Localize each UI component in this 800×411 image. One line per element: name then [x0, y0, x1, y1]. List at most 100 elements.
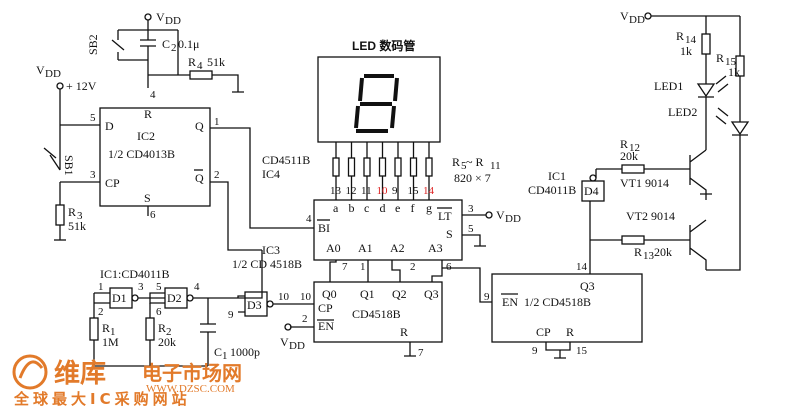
r12-label: R [620, 137, 628, 151]
r1-resistor [89, 317, 99, 341]
vdd-terminal-lt [485, 211, 493, 219]
segment-label-c: c [364, 201, 369, 215]
d3-pin8: 9 [228, 309, 234, 321]
segment-resistor [394, 157, 402, 177]
r2-pin-label: R [566, 325, 574, 339]
r3-value: 51k [68, 219, 86, 233]
vt2-transistor [689, 219, 707, 270]
segment-resistor [347, 157, 356, 177]
c1-capacitor [200, 323, 216, 333]
vdd-right-sub: DD [629, 14, 645, 26]
a-pin-num: 2 [410, 261, 416, 273]
c2-capacitor [140, 30, 156, 88]
gate-d4-bubble [589, 174, 597, 182]
r2-pin-num: 15 [576, 345, 588, 357]
cp-pin-num: 10 [300, 291, 312, 303]
ic2-type: 1/2 CD4013B [108, 147, 175, 161]
r5-sub: 5 [461, 160, 467, 172]
sb2-switch [111, 39, 125, 51]
r-pin-num: 7 [418, 347, 424, 359]
vdd-terminal-right [644, 12, 652, 20]
cd4518-half-box [491, 273, 643, 343]
ic2-n1: 1 [214, 116, 220, 128]
r12-resistor [621, 164, 645, 174]
c1-label: C [214, 345, 222, 359]
r15-value: 1k [728, 65, 740, 79]
ic2-n2: 2 [214, 169, 220, 181]
ic2-pin-d: D [105, 119, 114, 133]
right-top-wires [651, 15, 741, 122]
segment-pin-14: 14 [423, 185, 435, 197]
gate-d4-label: D4 [584, 184, 599, 198]
r2-sub: 2 [166, 326, 172, 338]
q-pin-Q0: Q0 [322, 287, 337, 301]
segment-pin-12: 12 [346, 185, 357, 197]
gate-d1-label: D1 [112, 291, 127, 305]
watermark-logo [12, 354, 48, 390]
en-half-label: EN [502, 295, 518, 309]
watermark-url: 电子市场网 [142, 361, 242, 385]
r-value: 820 × 7 [454, 171, 491, 185]
segment-pin-10: 10 [377, 185, 389, 197]
bi-pin-num: 4 [306, 213, 312, 225]
vt1-transistor [689, 149, 712, 200]
half-cd4518-label: 1/2 CD4518B [524, 295, 591, 309]
a-pin-A1: A1 [358, 241, 373, 255]
led1-rays [715, 75, 729, 93]
cp2-pin-num: 9 [532, 345, 538, 357]
d2-pin5: 5 [156, 281, 162, 293]
vdd-top-label: V [156, 10, 165, 24]
sb1-label: SB1 [62, 155, 76, 176]
q-pin-Q3: Q3 [424, 287, 439, 301]
ic2-n3: 3 [90, 169, 96, 181]
ic2-pin-cp: CP [105, 176, 120, 190]
vdd-bottom-sub: DD [289, 340, 305, 352]
segment-label-g: g [426, 201, 432, 215]
s-pin-num: 5 [468, 223, 474, 235]
en-half-pin-num: 9 [484, 291, 490, 303]
segment-label-b: b [349, 201, 355, 215]
lt-vdd-sub: DD [505, 213, 521, 225]
ic2-n6: 6 [150, 209, 156, 221]
r15-sub: 15 [725, 56, 737, 68]
r3-sub: 3 [77, 210, 83, 222]
r12-value: 20k [620, 149, 638, 163]
watermark-site: WWW.DZSC.COM [146, 383, 235, 395]
segment-resistor [425, 157, 433, 177]
bi-label: BI [318, 221, 330, 235]
cp2-label: CP [536, 325, 551, 339]
lt-label: LT [438, 209, 452, 223]
c2-sub: 2 [171, 42, 177, 54]
led-display-box [317, 56, 441, 143]
r13-sub: 13 [643, 250, 655, 262]
ic2-pin-s: S [144, 191, 151, 205]
r13-value: 20k [654, 245, 672, 259]
seven-segment-digit [354, 74, 399, 133]
ic2-pin-q: Q [195, 119, 204, 133]
gate-d3-label: D3 [247, 298, 262, 312]
r2-label: R [158, 321, 166, 335]
led-title: LED 数码管 [352, 38, 415, 53]
r1-sub: 1 [110, 326, 116, 338]
r11-sub: 11 [490, 160, 501, 172]
r1-value: 1M [102, 335, 119, 349]
segment-pin-11: 11 [361, 185, 372, 197]
ic2-n4: 4 [150, 89, 156, 101]
a3-to-en-wire [442, 267, 492, 303]
segment-label-f: f [411, 201, 415, 215]
d2-pin4: 4 [194, 281, 200, 293]
vdd-bottom-label: V [280, 335, 289, 349]
r15-label: R [716, 51, 724, 65]
r2-resistor [145, 317, 155, 341]
r-ground [404, 342, 416, 357]
vt1-label: VT1 9014 [620, 176, 669, 190]
segment-resistor [409, 157, 418, 177]
r12-sub: 12 [629, 142, 640, 154]
segment-resistor [363, 157, 371, 177]
ic1-right-label: IC1 [548, 169, 566, 183]
